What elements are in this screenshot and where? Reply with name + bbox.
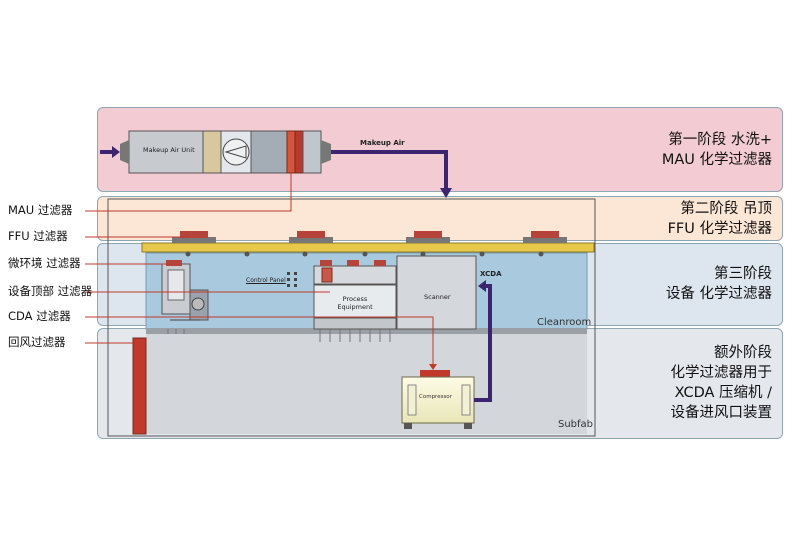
- scanner-unit: [396, 255, 477, 330]
- cda-filter-label: CDA 过滤器: [8, 309, 71, 323]
- subfab-area: [146, 334, 587, 434]
- stage-1-title: 第一阶段 水洗+ MAU 化学过滤器: [661, 132, 772, 168]
- mau-filter-label: MAU 过滤器: [8, 203, 73, 217]
- ceiling-plenum: [141, 242, 595, 253]
- subfab-label: Subfab: [558, 419, 594, 430]
- return-air-filter-label: 回风过滤器: [8, 335, 66, 349]
- cleanroom-label: Cleanroom: [537, 317, 592, 328]
- compressor-label: Compressor: [419, 394, 452, 400]
- tool-top-filter-label: 设备顶部 过滤器: [8, 284, 93, 298]
- process-equipment: [287, 260, 397, 330]
- leader-lines: [85, 173, 434, 368]
- scanner-label: Scanner: [424, 293, 451, 301]
- stage-2-title: 第二阶段 吊顶 FFU 化学过滤器: [667, 201, 772, 237]
- makeup-air-unit-label: Makeup Air Unit: [143, 146, 195, 154]
- stage-3-title: 第三阶段 设备 化学过滤器: [665, 266, 772, 302]
- minienvironment-filter-label: 微环境 过滤器: [8, 256, 81, 270]
- return-air-filter: [132, 337, 147, 435]
- xcda-label: XCDA: [480, 270, 502, 278]
- ffu-units: [172, 231, 567, 243]
- control-panel-label: Control Panel: [246, 277, 286, 284]
- stage-4-title: 额外阶段 化学过滤器用于 XCDA 压缩机 / 设备进风口装置: [670, 345, 773, 421]
- ffu-filter-label: FFU 过滤器: [8, 229, 68, 243]
- process-equipment-label: Process Equipment: [337, 295, 373, 311]
- compressor-unit: [401, 370, 475, 429]
- makeup-air-label: Makeup Air: [360, 139, 405, 147]
- raised-floor: [146, 328, 587, 334]
- makeup-air-unit: [120, 130, 331, 174]
